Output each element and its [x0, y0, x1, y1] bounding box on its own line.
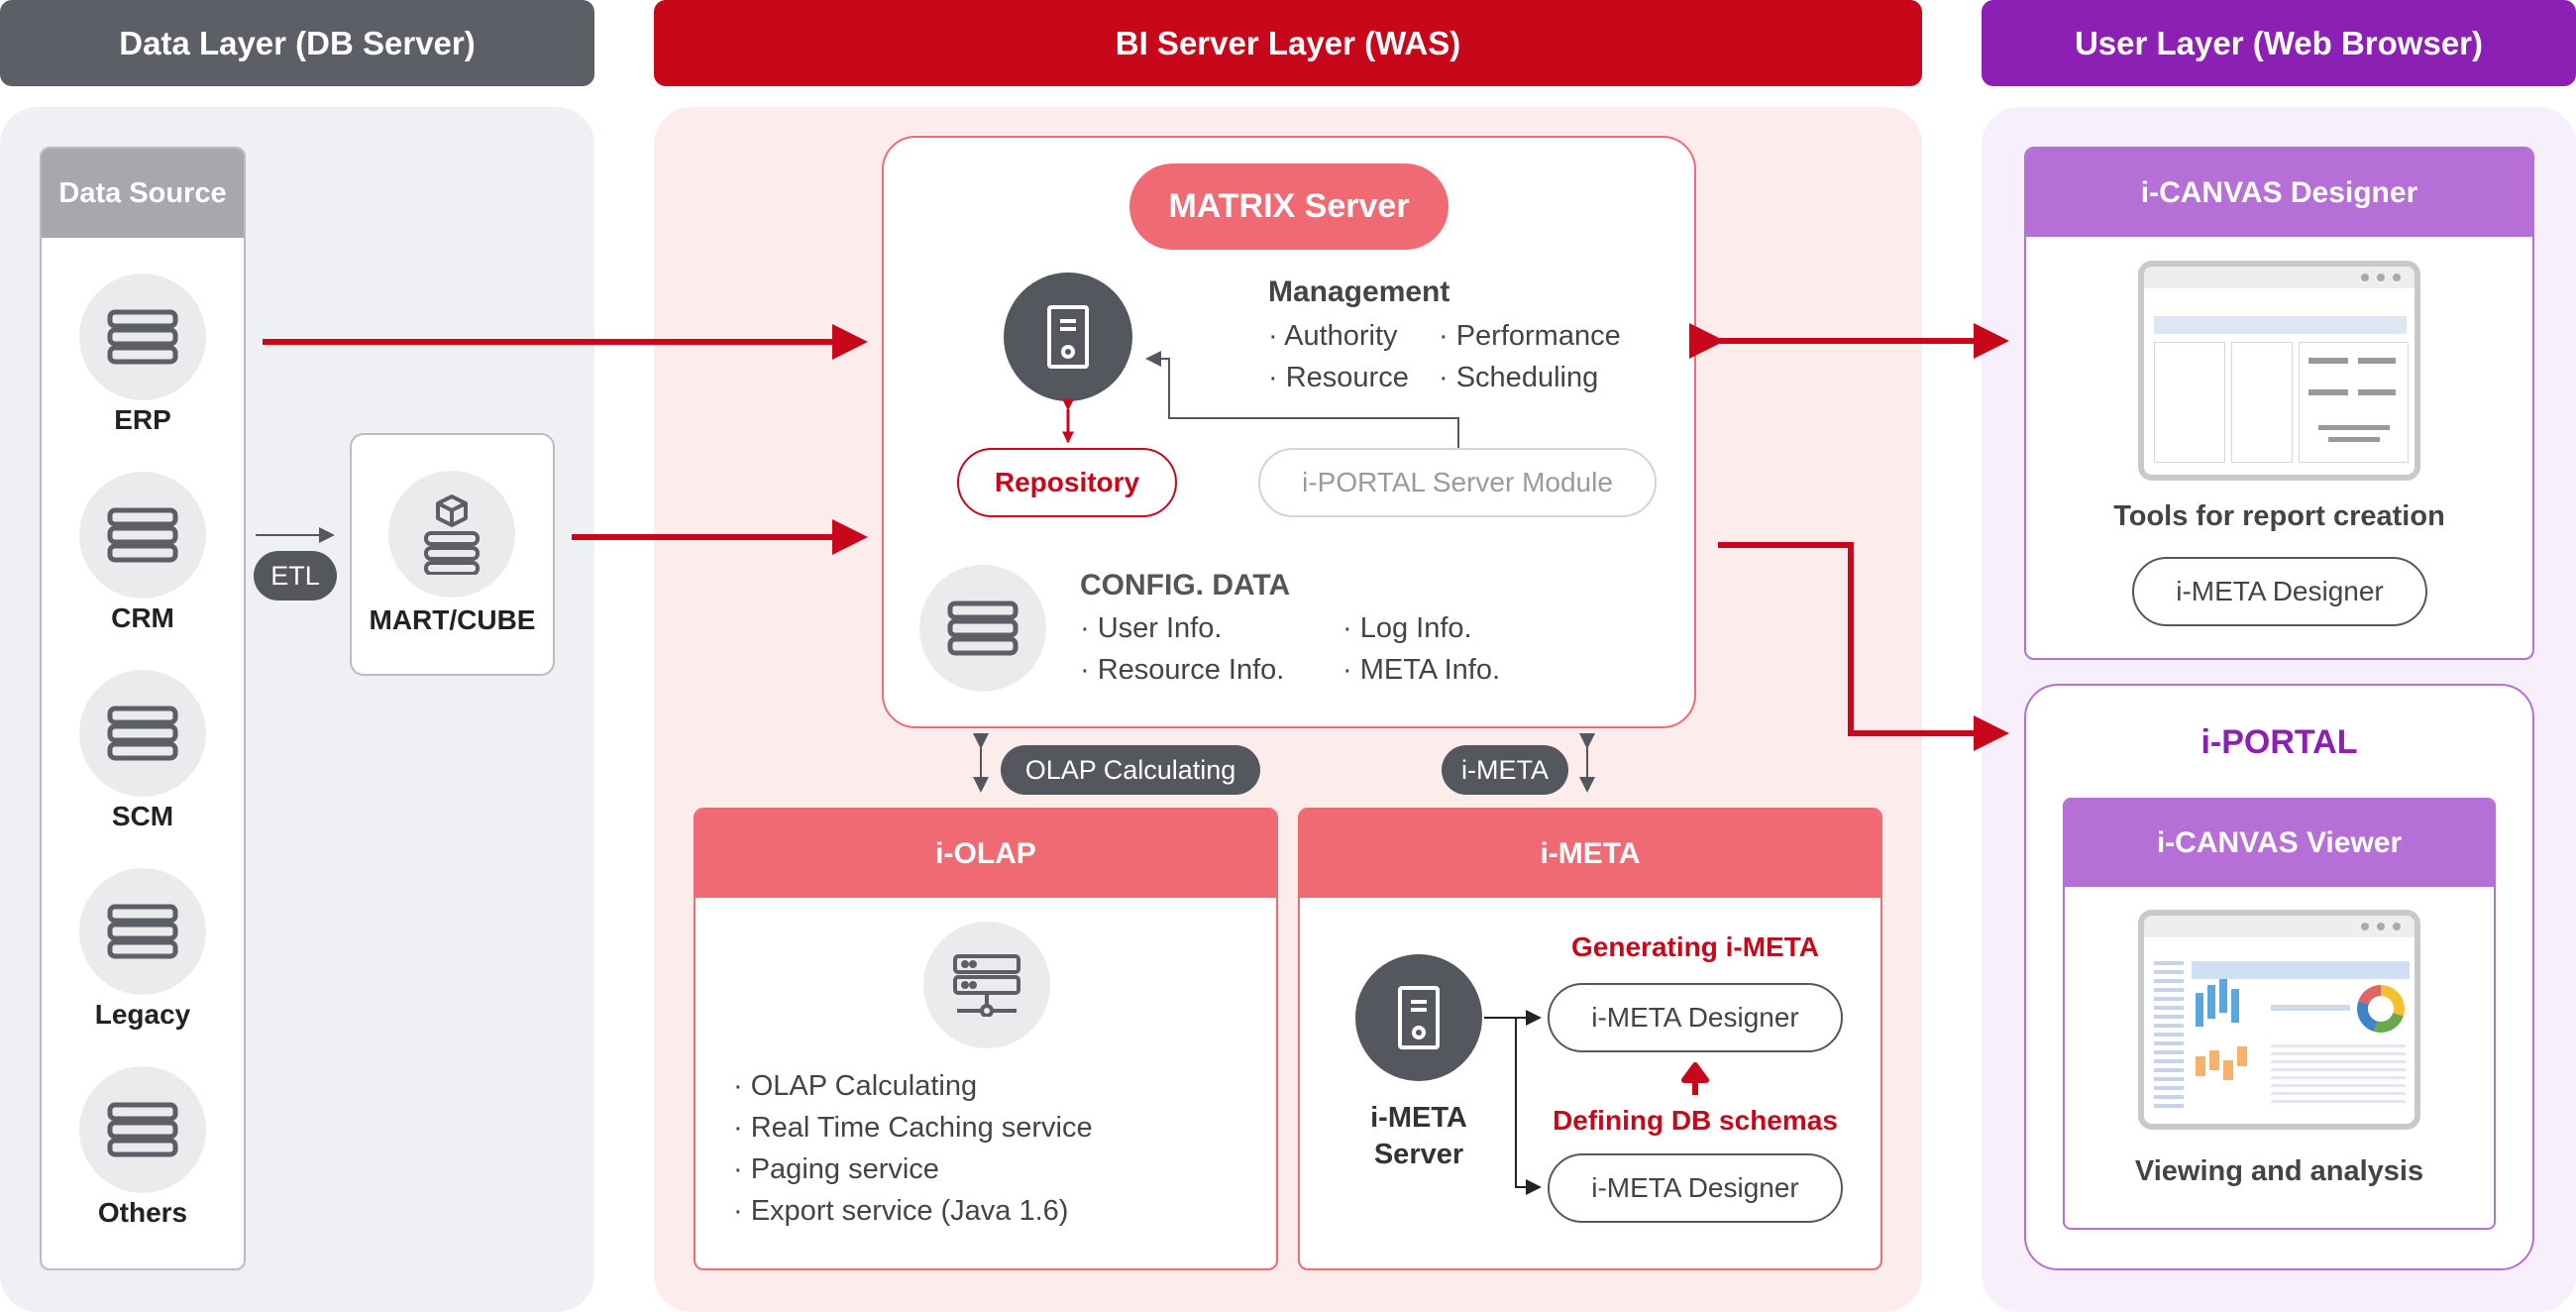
data-layer-header: Data Layer (DB Server) — [0, 0, 594, 86]
etl-badge: ETL — [254, 551, 337, 601]
repository-pill: Repository — [957, 448, 1177, 517]
iolap-item-export: · Export service (Java 1.6) — [733, 1195, 1069, 1227]
imeta-title: i-META — [1300, 810, 1880, 898]
bi-layer-header: BI Server Layer (WAS) — [654, 0, 1922, 86]
mart-cube-label: MART/CUBE — [369, 604, 536, 635]
management-resource: · Resource — [1268, 362, 1409, 393]
canvas-viewer-title: i-CANVAS Viewer — [2065, 800, 2494, 887]
matrix-server-title: MATRIX Server — [1129, 164, 1449, 250]
imeta-server-to-bottom-designer — [1515, 1018, 1542, 1195]
canvas-designer-title: i-CANVAS Designer — [2026, 149, 2532, 237]
portal-server-module-pill: i-PORTAL Server Module — [1258, 448, 1657, 517]
olap-calculating-badge: OLAP Calculating — [1001, 745, 1260, 795]
iolap-box: i-OLAP — [694, 808, 1278, 1270]
imeta-designer-top-pill: i-META Designer — [1548, 983, 1843, 1052]
management-title: Management — [1268, 275, 1450, 308]
generating-imeta-text: Generating i-META — [1571, 931, 1819, 962]
matrix-portal-arrow — [1718, 542, 2009, 751]
others-database-icon — [79, 1066, 206, 1193]
imeta-server-label: i-META Server — [1370, 1102, 1467, 1170]
defining-db-schemas-text: Defining DB schemas — [1553, 1105, 1838, 1136]
scm-database-icon — [79, 670, 206, 797]
portal-title: i-PORTAL — [2200, 723, 2358, 761]
data-source-title: Data Source — [42, 149, 244, 238]
defining-up-arrow — [1681, 1062, 1709, 1095]
imeta-badge: i-META — [1442, 745, 1568, 795]
mart-cube-icon — [388, 471, 515, 598]
iolap-item-paging: · Paging service — [733, 1153, 939, 1185]
config-data-icon — [919, 565, 1046, 692]
management-scheduling: · Scheduling — [1439, 362, 1599, 393]
meta-designer-user-pill: i-META Designer — [2132, 557, 2427, 626]
erp-label: ERP — [114, 404, 171, 435]
iolap-item-caching: · Real Time Caching service — [733, 1112, 1093, 1144]
user-layer-header: User Layer (Web Browser) — [1982, 0, 2576, 86]
erp-database-icon — [79, 273, 206, 400]
config-resource-info: · Resource Info. — [1080, 654, 1285, 686]
config-meta-info: · META Info. — [1342, 654, 1501, 686]
viewer-screenshot-icon — [2138, 910, 2420, 1130]
legacy-database-icon — [79, 868, 206, 995]
portal-module-to-server-arrow — [1145, 351, 1459, 448]
config-log-info: · Log Info. — [1342, 612, 1472, 644]
olap-server-icon — [923, 922, 1050, 1048]
scm-label: SCM — [111, 801, 174, 831]
tools-caption: Tools for report creation — [2113, 500, 2445, 532]
imeta-designer-bottom-pill: i-META Designer — [1548, 1153, 1843, 1223]
crm-database-icon — [79, 472, 206, 599]
matrix-server-icon — [1004, 273, 1132, 401]
crm-label: CRM — [111, 602, 174, 633]
config-user-info: · User Info. — [1080, 612, 1223, 644]
imeta-server-icon — [1355, 954, 1482, 1081]
others-label: Others — [97, 1197, 188, 1228]
designer-screenshot-icon — [2138, 261, 2420, 481]
config-data-title: CONFIG. DATA — [1080, 569, 1291, 601]
legacy-label: Legacy — [94, 999, 191, 1030]
management-authority: · Authority — [1268, 320, 1398, 352]
viewer-caption: Viewing and analysis — [2134, 1155, 2424, 1187]
iolap-item-olap: · OLAP Calculating — [733, 1070, 978, 1102]
iolap-title: i-OLAP — [696, 810, 1276, 898]
management-performance: · Performance — [1439, 320, 1621, 352]
